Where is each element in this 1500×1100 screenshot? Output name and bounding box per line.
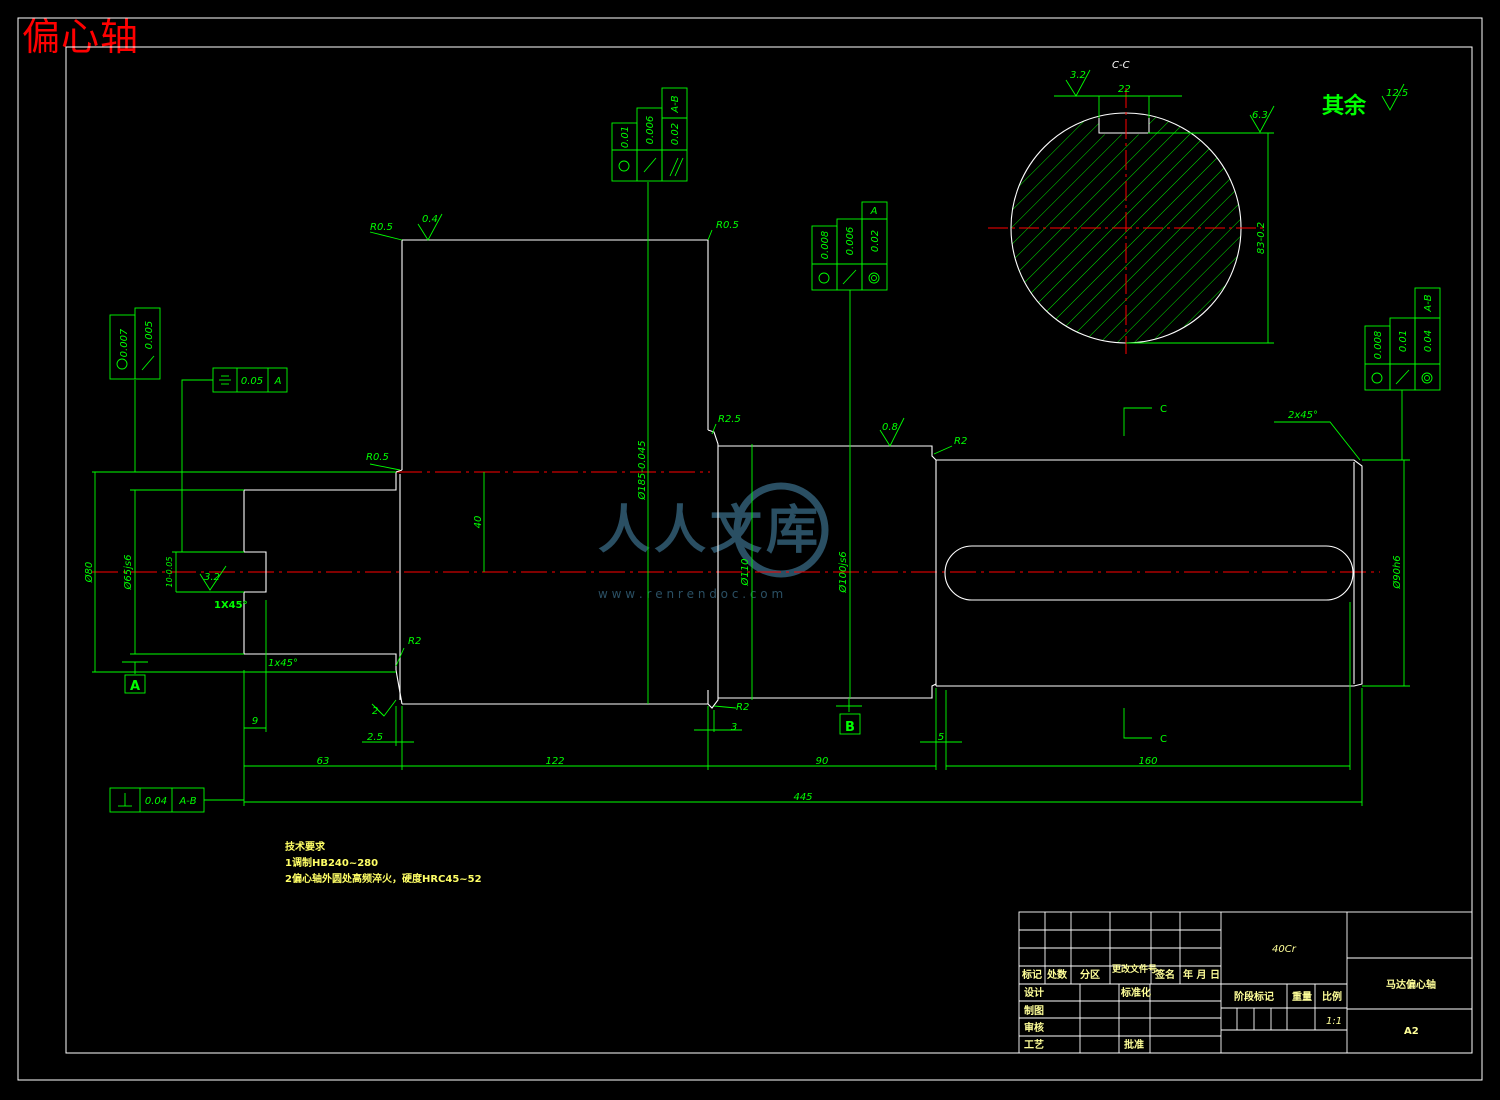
fcf-right-cylindricity: 0.01 — [1398, 330, 1409, 352]
dim-2-5: 2.5 — [367, 732, 383, 743]
fcf-mid-cylindricity: 0.006 — [845, 227, 856, 256]
feature-control-frames — [109, 87, 1441, 813]
fcf-perp-datum: A-B — [178, 796, 196, 807]
dim-63: 63 — [317, 756, 330, 767]
tb-col-zone: 分区 — [1080, 968, 1100, 981]
tb-col-date: 年 月 日 — [1183, 968, 1220, 981]
cut-mark-bottom: C — [1160, 734, 1167, 745]
fcf-mid-coaxiality: 0.02 — [870, 230, 881, 252]
requirement-line-2: 2偏心轴外圆处高频淬火，硬度HRC45~52 — [285, 874, 482, 885]
tb-approve: 批准 — [1124, 1038, 1144, 1051]
section-roughness-top: 3.2 — [1070, 70, 1086, 81]
label-r05-top-right: R0.5 — [716, 220, 739, 231]
fcf-left-cylindricity: 0.005 — [144, 321, 155, 350]
tb-row-check: 审核 — [1024, 1021, 1044, 1034]
dim-445: 445 — [793, 792, 812, 803]
fcf-symbols — [118, 157, 1410, 807]
tb-col-count: 处数 — [1046, 968, 1068, 981]
cut-mark-top: C — [1160, 404, 1167, 415]
label-dia90: Ø90h6 — [1391, 555, 1403, 589]
roughness-other-value: 12.5 — [1386, 88, 1408, 99]
fcf-symmetry-value: 0.05 — [241, 376, 263, 387]
label-offset-40: 40 — [473, 516, 484, 529]
label-chamfer-left: 1x45° — [268, 658, 298, 669]
inner-frame — [65, 46, 1473, 1054]
dim-90: 90 — [816, 756, 829, 767]
dim-5: 5 — [938, 732, 944, 743]
fcf-perp-value: 0.04 — [145, 796, 167, 807]
dim-122: 122 — [545, 756, 564, 767]
fcf-center-parallel: 0.02 — [670, 123, 681, 145]
label-r05-left: R0.5 — [366, 452, 389, 463]
watermark-text: 人人文库 — [598, 501, 822, 561]
label-r2-right: R2 — [954, 436, 967, 447]
label-chamfer-right: 2x45° — [1288, 410, 1318, 421]
watermark-url: w w w . r e n r e n d o c . c o m — [598, 587, 783, 601]
fcf-right-datum: A-B — [1423, 294, 1434, 312]
fcf-center-cylindricity: 0.006 — [645, 116, 656, 145]
section-roughness-right: 6.3 — [1252, 110, 1268, 121]
fcf-left-roundness: 0.007 — [119, 328, 130, 357]
tb-ratio: 比例 — [1322, 990, 1342, 1003]
tb-scale: 1:1 — [1326, 1016, 1342, 1027]
drawing-title: 偏心轴 — [22, 15, 140, 59]
label-key-depth: 10-0.05 — [165, 557, 174, 588]
tb-col-change: 更改文件号 — [1112, 963, 1157, 975]
title-block — [1018, 911, 1473, 1054]
tb-sheet: A2 — [1404, 1026, 1419, 1037]
label-r25: R2.5 — [718, 414, 741, 425]
label-roughness-08: 0.8 — [882, 422, 898, 433]
label-r2-bottom: R2 — [736, 702, 749, 713]
fcf-right-roundness: 0.008 — [1373, 331, 1384, 360]
label-r2-left: R2 — [408, 636, 421, 647]
section-c-c — [988, 88, 1264, 354]
section-keyway-width: 22 — [1118, 84, 1131, 95]
fcf-mid-datum: A — [870, 206, 878, 217]
fcf-mid-roundness: 0.008 — [820, 231, 831, 260]
label-roughness-32-left: 3.2 — [204, 572, 220, 583]
tb-material: 40Cr — [1272, 944, 1297, 955]
fcf-right-coaxiality: 0.04 — [1423, 330, 1434, 352]
dim-160: 160 — [1138, 756, 1157, 767]
label-dia80: Ø80 — [83, 562, 95, 584]
tb-col-sign: 签名 — [1154, 968, 1175, 981]
tb-standard: 标准化 — [1120, 986, 1151, 999]
datum-b: B — [845, 720, 855, 735]
datum-a: A — [130, 679, 140, 694]
tb-row-process: 工艺 — [1024, 1038, 1044, 1051]
label-roughness-04: 0.4 — [422, 214, 438, 225]
label-chamfer-small: 1X45° — [214, 600, 248, 611]
fcf-symmetry-datum: A — [274, 376, 282, 387]
label-roughness-2: 2 — [372, 706, 378, 717]
fcf-center-roundness: 0.01 — [620, 126, 631, 148]
label-r05-top-left: R0.5 — [370, 222, 393, 233]
fcf-center-datum: A-B — [670, 95, 681, 113]
dimension-lines — [92, 69, 1410, 806]
roughness-other-label: 其余 — [1322, 93, 1367, 119]
label-dia185: Ø185-0.045 — [636, 440, 648, 500]
dim-9: 9 — [252, 716, 258, 727]
dim-3: 3 — [731, 722, 737, 733]
tb-col-mark: 标记 — [1021, 968, 1042, 981]
label-dia100: Ø100js6 — [837, 551, 849, 593]
section-name: C-C — [1112, 60, 1130, 71]
requirement-line-1: 1调制HB240~280 — [285, 858, 379, 869]
outer-frame — [17, 17, 1483, 1081]
requirements-heading: 技术要求 — [285, 842, 325, 853]
tb-part-name: 马达偏心轴 — [1386, 978, 1436, 991]
watermark: 人人文库 w w w . r e n r e n d o c . c o m — [598, 482, 829, 601]
tb-stage: 阶段标记 — [1234, 990, 1274, 1003]
tb-row-design: 设计 — [1024, 986, 1044, 999]
tb-row-draw: 制图 — [1024, 1004, 1044, 1017]
tb-weight: 重量 — [1292, 990, 1312, 1003]
label-dia65: Ø65js6 — [122, 555, 134, 591]
section-depth: 83-0.2 — [1256, 222, 1267, 254]
label-dia110: Ø110 — [739, 559, 751, 587]
